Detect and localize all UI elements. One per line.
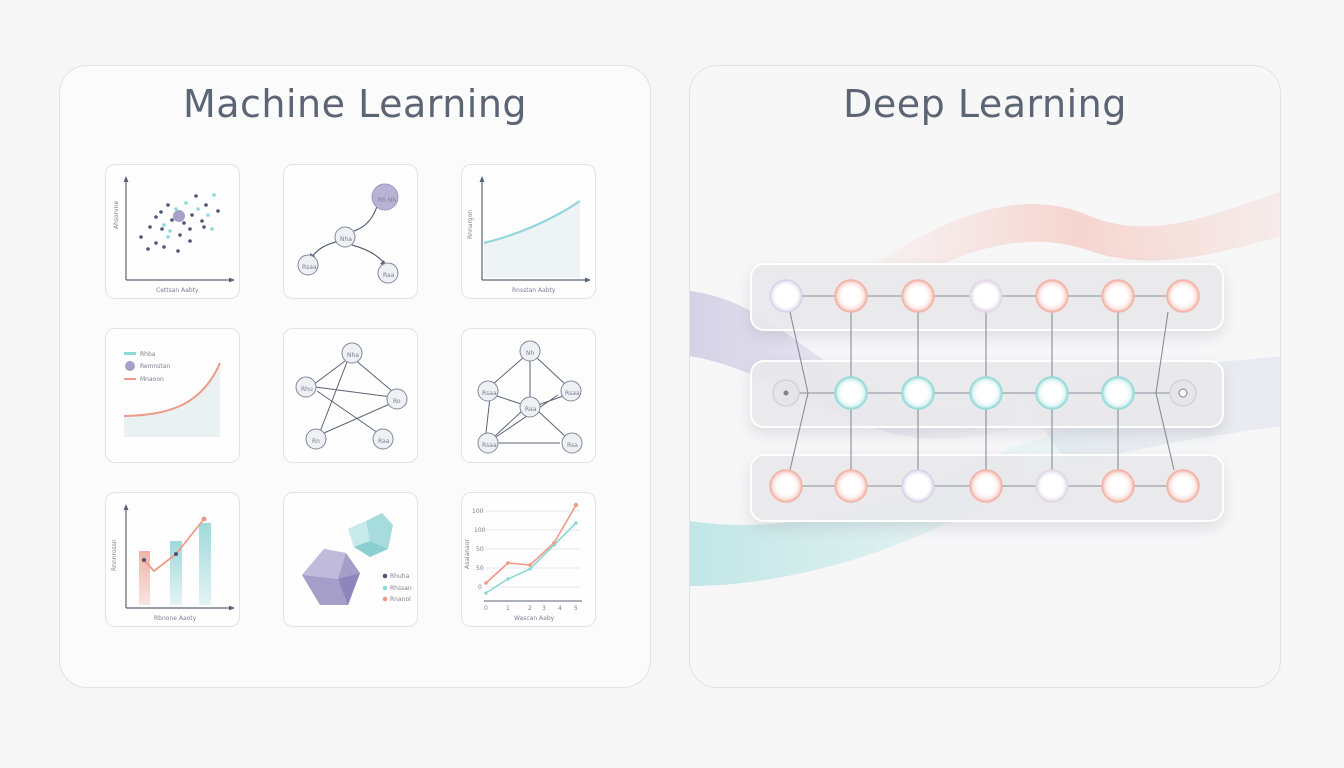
shapes-legend-2: Rhssan bbox=[390, 585, 412, 592]
tree-mid-node-label: Nha bbox=[340, 236, 352, 243]
line-chart-tile: 100 100 50 50 0 0 1 2 3 4 5 Asaianaor Wa… bbox=[461, 492, 596, 627]
scatter-dot bbox=[212, 193, 216, 197]
curve-chart-tile: Rhba Remnstan Mnaoon bbox=[105, 328, 240, 463]
graph2-bottom-right-label: Rsa bbox=[567, 442, 578, 449]
scatter-dot bbox=[200, 219, 204, 223]
polyhedra-icon: Rhuha Rhssan Rnanol bbox=[302, 513, 412, 605]
curve-legend-3: Mnaoon bbox=[140, 376, 164, 383]
network-graph-tile-2: Nh Rsaa Raa Rsaa Rsaa Rsa bbox=[461, 328, 596, 463]
network-graph-icon: Nh Rsaa Raa Rsaa Rsaa Rsa bbox=[477, 340, 583, 454]
scatter-dot bbox=[166, 235, 170, 239]
graph1-bottom-left-label: Rn bbox=[312, 438, 320, 445]
shapes-legend-1: Rhuha bbox=[390, 573, 410, 580]
curve-legend-2: Remnstan bbox=[140, 363, 170, 370]
scatter-dot bbox=[176, 249, 180, 253]
line-ylabel: Asaianaor bbox=[464, 539, 471, 569]
scatter-dot bbox=[174, 207, 178, 211]
line-ytick-2: 100 bbox=[474, 527, 486, 534]
scatter-dot bbox=[210, 227, 214, 231]
tree-right-node-label: Raa bbox=[383, 272, 395, 279]
graph2-center-label: Raa bbox=[525, 406, 537, 413]
line-ytick-5: 0 bbox=[478, 584, 482, 591]
network-graph-icon: Nha Rhu Ro Rn Raa bbox=[295, 342, 408, 450]
scatter-plot-tile: Ahsorvne Cettsan Aabty bbox=[105, 164, 240, 299]
line-xtick-6: 5 bbox=[574, 605, 578, 612]
machine-learning-panel: Machine Learning Ahsorvne Cettsan Aabty bbox=[59, 65, 651, 688]
line-ytick-1: 100 bbox=[472, 508, 484, 515]
scatter-dot bbox=[204, 203, 208, 207]
scatter-dot bbox=[178, 233, 182, 237]
graph2-right-label: Rsaa bbox=[565, 390, 580, 397]
deep-learning-title: Deep Learning bbox=[843, 82, 1127, 126]
scatter-dot bbox=[162, 223, 166, 227]
graph2-top-label: Nh bbox=[526, 350, 534, 357]
scatter-dot bbox=[216, 209, 220, 213]
line-xtick-4: 3 bbox=[542, 605, 546, 612]
graph2-bottom-left-label: Rsaa bbox=[482, 442, 497, 449]
scatter-dot bbox=[154, 241, 158, 245]
scatter-dot bbox=[160, 227, 164, 231]
area-chart-tile: Rnnargon Rnsstan Aabty bbox=[461, 164, 596, 299]
scatter-ylabel: Ahsorvne bbox=[113, 200, 120, 229]
scatter-dot bbox=[148, 225, 152, 229]
scatter-plot-icon: Ahsorvne Cettsan Aabty bbox=[113, 176, 235, 294]
graph2-left-label: Rsaa bbox=[482, 390, 497, 397]
graph1-bottom-right-label: Raa bbox=[378, 438, 390, 445]
tree-left-node-label: Rsaa bbox=[302, 264, 317, 271]
curve-legend-1: Rhba bbox=[140, 351, 156, 358]
area-chart-icon: Rnnargon Rnsstan Aabty bbox=[467, 176, 591, 294]
shapes-legend-3: Rnanol bbox=[390, 596, 411, 603]
machine-learning-title: Machine Learning bbox=[182, 82, 528, 126]
deep-learning-panel: Deep Learning bbox=[689, 65, 1281, 688]
scatter-dot bbox=[168, 229, 172, 233]
line-chart-icon: 100 100 50 50 0 0 1 2 3 4 5 Asaianaor Wa… bbox=[464, 502, 582, 622]
line-ytick-4: 50 bbox=[476, 565, 484, 572]
bar-line-ylabel: Rnnnrossn bbox=[111, 539, 118, 571]
scatter-dot bbox=[194, 194, 198, 198]
scatter-dot bbox=[188, 239, 192, 243]
scatter-dot bbox=[182, 221, 186, 225]
scatter-dot bbox=[170, 218, 174, 222]
scatter-dot bbox=[196, 207, 200, 211]
line-xtick-2: 1 bbox=[506, 605, 510, 612]
curve-chart-icon: Rhba Remnstan Mnaoon bbox=[123, 351, 221, 437]
scatter-dot bbox=[190, 213, 194, 217]
scatter-dot bbox=[206, 213, 210, 217]
scatter-dot bbox=[162, 245, 166, 249]
neural-network-icon bbox=[769, 279, 1200, 503]
network-graph-tile-1: Nha Rhu Ro Rn Raa bbox=[283, 328, 418, 463]
scatter-dot bbox=[184, 201, 188, 205]
bar-line-xlabel: Rbnone Aaoty bbox=[154, 615, 197, 622]
scatter-dot bbox=[139, 235, 143, 239]
graph1-top-label: Nha bbox=[347, 352, 359, 359]
scatter-dot bbox=[159, 210, 163, 214]
scatter-dot bbox=[166, 203, 170, 207]
graph1-left-label: Rhu bbox=[301, 386, 313, 393]
scatter-dot bbox=[188, 227, 192, 231]
scatter-dot bbox=[154, 215, 158, 219]
tree-top-node-label: Rh Nh bbox=[378, 197, 396, 204]
scatter-xlabel: Cettsan Aabty bbox=[156, 287, 199, 294]
area-xlabel: Rnsstan Aabty bbox=[512, 287, 556, 294]
scatter-dot bbox=[202, 225, 206, 229]
line-xlabel: Wascan Aaby bbox=[514, 615, 555, 622]
line-xtick-1: 0 bbox=[484, 605, 488, 612]
line-xtick-5: 4 bbox=[558, 605, 562, 612]
polyhedra-tile: Rhuha Rhssan Rnanol bbox=[283, 492, 418, 627]
tree-diagram-icon: Rh Nh Nha Rsaa Raa bbox=[297, 183, 399, 284]
area-ylabel: Rnnargon bbox=[467, 210, 474, 239]
graph1-right-label: Ro bbox=[393, 398, 401, 405]
line-ytick-3: 50 bbox=[476, 546, 484, 553]
scatter-dot bbox=[146, 247, 150, 251]
bar-line-chart-tile: Rnnnrossn Rbnone Aaoty bbox=[105, 492, 240, 627]
bar-line-chart-icon: Rnnnrossn Rbnone Aaoty bbox=[111, 504, 235, 622]
tree-diagram-tile: Rh Nh Nha Rsaa Raa bbox=[283, 164, 418, 299]
line-xtick-3: 2 bbox=[528, 605, 532, 612]
